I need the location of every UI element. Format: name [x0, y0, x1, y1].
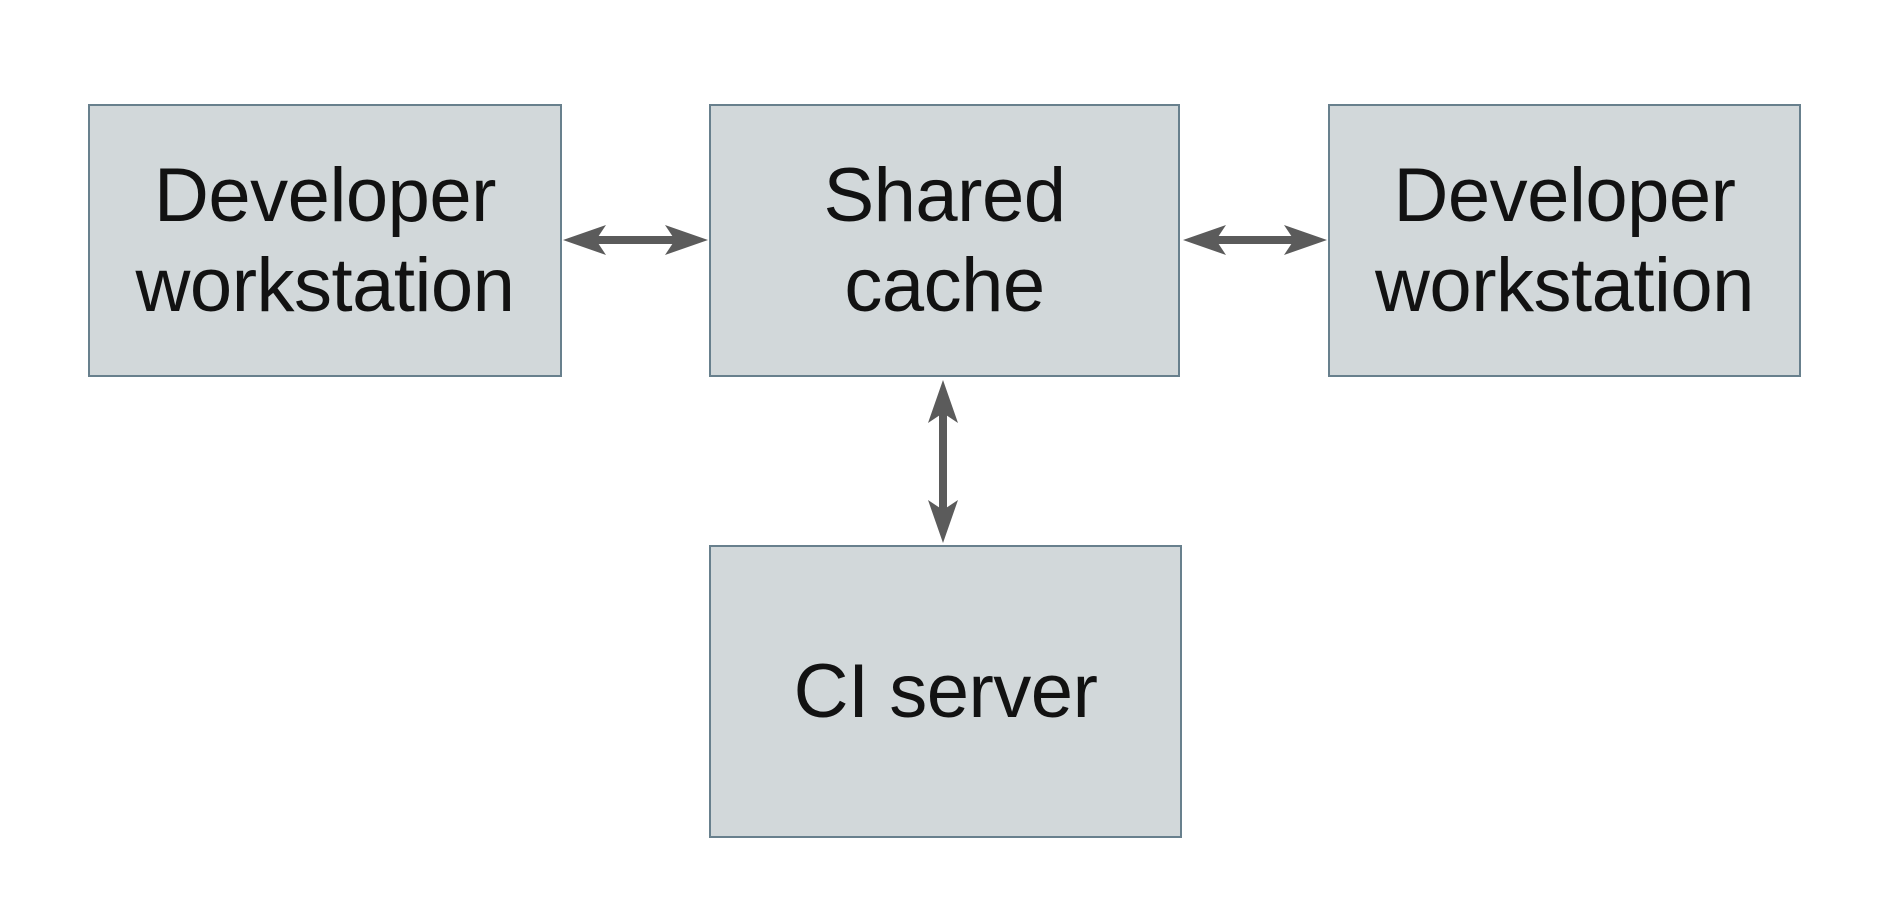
node-label-line: workstation: [135, 242, 515, 328]
node-ci-server: CI server: [709, 545, 1182, 838]
node-developer-workstation-left: Developer workstation: [88, 104, 562, 377]
node-developer-workstation-right: Developer workstation: [1328, 104, 1801, 377]
node-label-line: cache: [844, 242, 1045, 328]
node-label-line: Shared: [823, 152, 1066, 238]
node-shared-cache: Shared cache: [709, 104, 1180, 377]
node-label-line: workstation: [1375, 242, 1754, 328]
node-label-line: CI server: [793, 648, 1098, 734]
node-label-line: Developer: [1393, 152, 1736, 238]
node-label-line: Developer: [154, 152, 496, 238]
